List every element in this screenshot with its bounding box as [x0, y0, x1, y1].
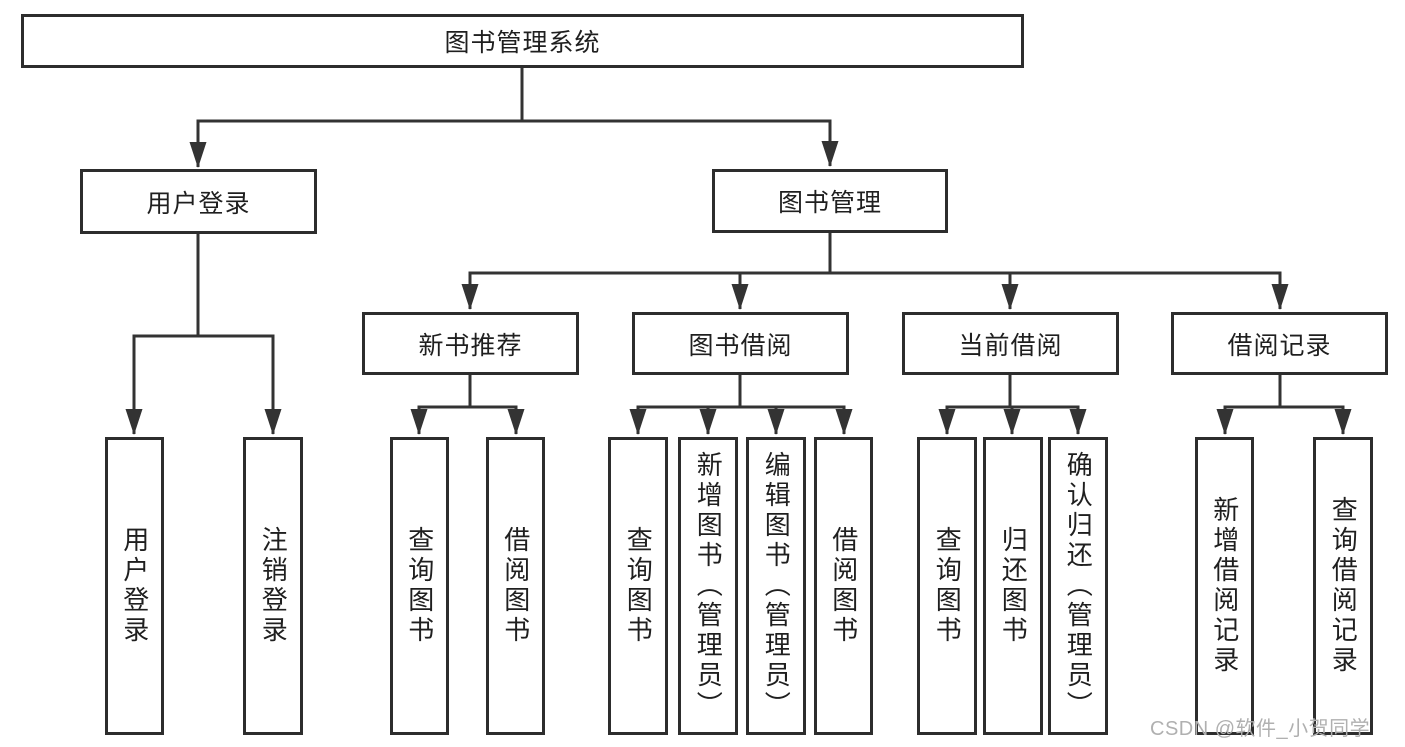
- edge-borrowing-borrow: [740, 405, 853, 435]
- node-label: 归还图书: [998, 526, 1029, 646]
- edge-records-query: [1280, 405, 1352, 435]
- leaf-borrow-book-borrowing: 借阅图书: [814, 437, 873, 735]
- node-label: 新书推荐: [418, 331, 523, 360]
- leaf-confirm-return-admin: 确认归还（管理员）: [1048, 437, 1108, 735]
- node-user-login: 用户登录: [80, 169, 317, 234]
- node-label: 查询图书: [404, 526, 435, 646]
- edge-to-leaf-logout: [198, 334, 282, 435]
- leaf-edit-book-admin: 编辑图书（管理员）: [746, 437, 806, 735]
- leaf-add-borrow-record: 新增借阅记录: [1195, 437, 1254, 735]
- node-label: 编辑图书（管理员）: [761, 451, 792, 721]
- node-label: 当前借阅: [958, 331, 1063, 360]
- node-label: 图书借阅: [688, 331, 793, 360]
- node-label: 查询图书: [623, 526, 654, 646]
- leaf-add-book-admin: 新增图书（管理员）: [678, 437, 738, 735]
- edge-current-query: [938, 405, 1010, 435]
- node-label: 借阅记录: [1227, 331, 1332, 360]
- node-current-borrowing: 当前借阅: [902, 312, 1119, 375]
- node-label: 用户登录: [119, 526, 150, 646]
- edge-root-to-user-login: [189, 119, 522, 168]
- node-label: 查询借阅记录: [1328, 496, 1359, 676]
- edge-to-new-book-recommend: [461, 271, 830, 310]
- edge-current-confirm: [1010, 405, 1087, 435]
- csdn-watermark: CSDN @软件_小贺同学: [1150, 718, 1371, 740]
- edge-recommend-borrow: [470, 405, 525, 435]
- edge-recommend-query: [410, 405, 470, 435]
- leaf-logout: 注销登录: [243, 437, 303, 735]
- edge-to-borrowing-records: [830, 271, 1289, 310]
- node-library-management-system: 图书管理系统: [21, 14, 1024, 68]
- node-label: 图书管理: [777, 189, 882, 217]
- node-book-management: 图书管理: [712, 169, 948, 233]
- node-label: 新增图书（管理员）: [693, 451, 724, 721]
- node-label: 借阅图书: [828, 526, 859, 646]
- node-label: 新增借阅记录: [1209, 496, 1240, 676]
- edge-records-add: [1216, 405, 1280, 435]
- node-new-book-recommend: 新书推荐: [362, 312, 579, 375]
- leaf-borrow-book-recommend: 借阅图书: [486, 437, 545, 735]
- node-label: 用户登录: [146, 189, 251, 218]
- node-label: 注销登录: [258, 526, 289, 646]
- node-book-borrowing: 图书借阅: [632, 312, 849, 375]
- node-label: 确认归还（管理员）: [1063, 451, 1094, 721]
- leaf-return-book: 归还图书: [983, 437, 1043, 735]
- edge-borrowing-query: [629, 405, 740, 435]
- leaf-query-borrow-record: 查询借阅记录: [1313, 437, 1373, 735]
- edge-to-leaf-user-login: [125, 334, 198, 435]
- leaf-query-book-borrowing: 查询图书: [608, 437, 668, 735]
- node-label: 借阅图书: [500, 526, 531, 646]
- node-borrowing-records: 借阅记录: [1171, 312, 1388, 375]
- leaf-user-login: 用户登录: [105, 437, 164, 735]
- node-label: 查询图书: [932, 526, 963, 646]
- edge-root-to-book-management: [522, 119, 839, 167]
- leaf-query-book-recommend: 查询图书: [390, 437, 449, 735]
- leaf-query-book-current: 查询图书: [917, 437, 977, 735]
- node-label: 图书管理系统: [444, 29, 601, 57]
